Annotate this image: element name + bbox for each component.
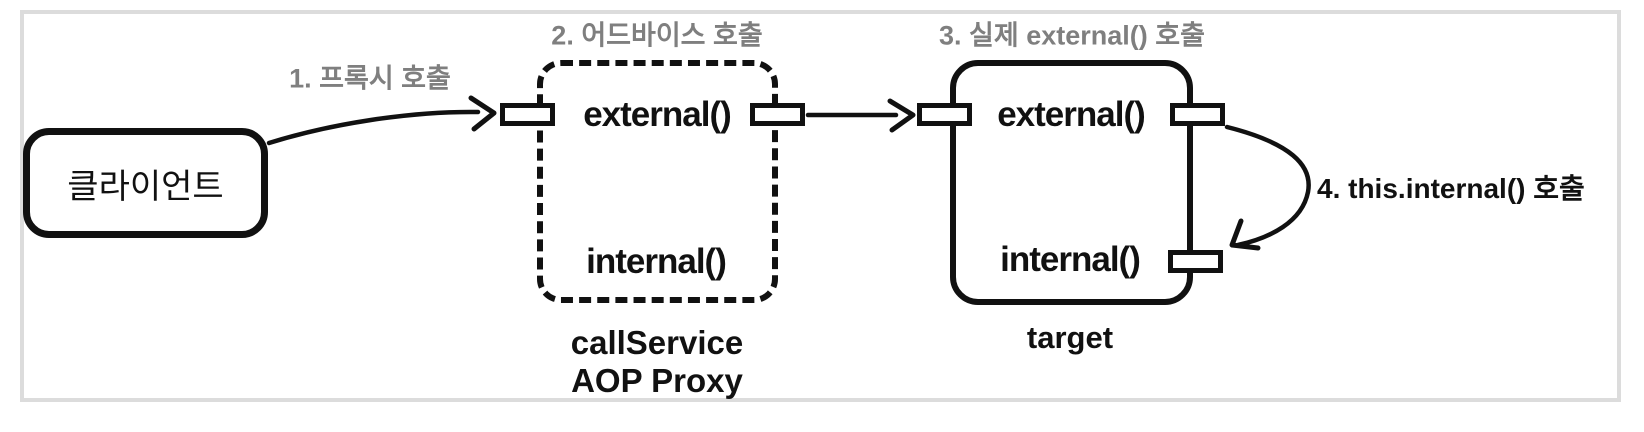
- step1-proxy-call-label: 1. 프록시 호출: [289, 63, 451, 94]
- client-label: 클라이언트: [67, 167, 224, 206]
- target-external-method-label: external(): [997, 95, 1146, 134]
- step2-advice-call-label: 2. 어드바이스 호출: [551, 20, 763, 51]
- self-invocation-arrow: [1224, 124, 1311, 251]
- target-external-outbound-port: [1170, 103, 1225, 126]
- arrowhead-icon: [468, 95, 497, 132]
- proxy-outbound-port: [750, 103, 805, 126]
- proxy-call-arrow: [266, 95, 497, 146]
- aop-proxy-box: [537, 60, 778, 303]
- proxy-caption: callService AOP Proxy: [571, 324, 743, 400]
- diagram-frame-border: [20, 10, 1621, 402]
- step3-actual-external-call-label: 3. 실제 external() 호출: [939, 20, 1205, 51]
- proxy-caption-line2: AOP Proxy: [571, 362, 743, 399]
- proxy-external-method-label: external(): [583, 95, 732, 134]
- proxy-internal-method-label: internal(): [586, 242, 727, 281]
- proxy-inbound-port: [500, 103, 555, 126]
- target-internal-method-label: internal(): [1000, 240, 1141, 279]
- target-box: [950, 60, 1193, 305]
- step4-this-internal-call-label: 4. this.internal() 호출: [1317, 173, 1585, 204]
- target-caption: target: [1026, 320, 1114, 355]
- target-internal-port: [1168, 250, 1223, 273]
- client-box: 클라이언트: [23, 128, 268, 238]
- arrowhead-icon: [1229, 218, 1261, 251]
- proxy-caption-line1: callService: [570, 324, 744, 361]
- target-inbound-port: [917, 103, 972, 126]
- external-call-arrow: [805, 98, 916, 133]
- arrowhead-icon: [887, 98, 916, 133]
